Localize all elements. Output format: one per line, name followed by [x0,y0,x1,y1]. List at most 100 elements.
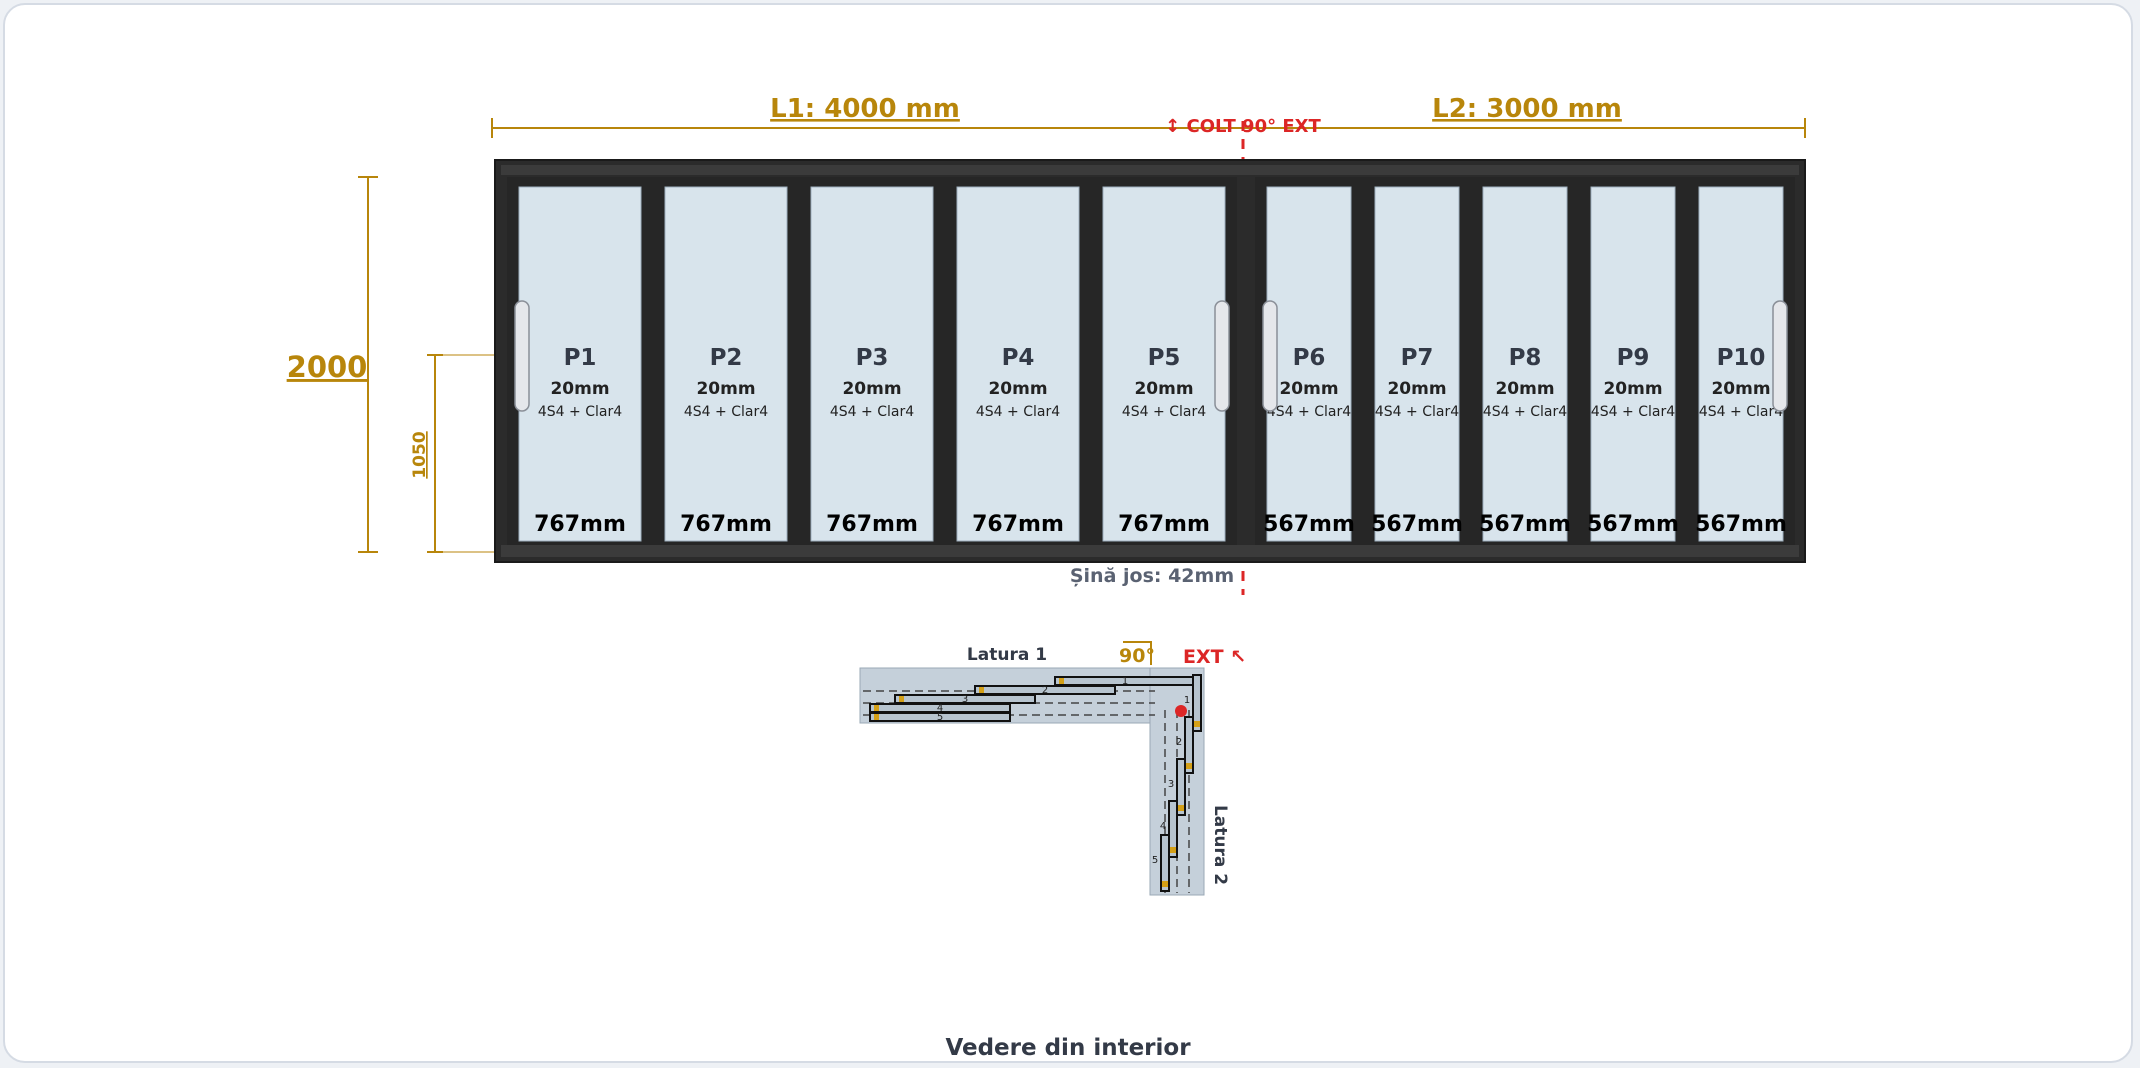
plan-side2-panel [1176,758,1186,816]
panel-thickness-label: 20mm [550,379,609,399]
panel-id-label: P1 [564,345,597,371]
panel-handle[interactable] [514,300,530,412]
handle-height-label: 1050 [410,431,430,478]
panel-glass-label: 4S4 + Clar4 [976,404,1060,420]
plan-side1-label: Latura 1 [967,645,1047,665]
plan-side2-panel [1184,716,1194,774]
panel-glass [1482,186,1568,542]
panel-glass [810,186,934,542]
panel-width-label: 767mm [534,512,626,537]
panel-p3[interactable]: P3 20mm 4S4 + Clar4 767mm [799,177,945,545]
panel-width-label: 767mm [826,512,918,537]
drawing-card: L1: 4000 mm L2: 3000 mm ↕ COLT 90° EXT 2… [3,3,2133,1063]
panel-glass [1698,186,1784,542]
bottom-rail-label: Șină jos: 42mm [1070,565,1234,587]
panel-width-label: 567mm [1371,512,1463,537]
panel-glass-label: 4S4 + Clar4 [1591,404,1675,420]
panel-glass-label: 4S4 + Clar4 [1267,404,1351,420]
panel-glass-label: 4S4 + Clar4 [1375,404,1459,420]
panel-width-label: 767mm [972,512,1064,537]
plan-angle-label: 90° [1119,645,1155,667]
handle-height-dimension [427,354,497,553]
plan-side1-panel [974,685,1116,695]
plan-panel-number: 1 [1122,676,1128,687]
panel-width-label: 767mm [680,512,772,537]
panel-id-label: P9 [1617,345,1650,371]
panel-width-label: 767mm [1118,512,1210,537]
panel-glass [1590,186,1676,542]
plan-side1-panel [869,712,1011,722]
panel-glass [1266,186,1352,542]
panel-width-label: 567mm [1479,512,1571,537]
panel-glass-label: 4S4 + Clar4 [830,404,914,420]
plan-panel-hinge [1186,763,1192,769]
panel-width-label: 567mm [1695,512,1787,537]
panel-glass-label: 4S4 + Clar4 [1483,404,1567,420]
height-dimension [358,176,378,553]
top-dimension [491,118,1806,138]
panel-p1[interactable]: P1 20mm 4S4 + Clar4 767mm [507,177,653,545]
plan-panel-hinge [1059,678,1064,684]
plan-panel-number: 3 [1168,779,1174,790]
plan-panel-number: 2 [1176,737,1182,748]
panel-thickness-label: 20mm [988,379,1047,399]
plan-side2-label: Latura 2 [1210,805,1230,885]
plan-panel-hinge [1178,805,1184,811]
panel-thickness-label: 20mm [842,379,901,399]
panel-thickness-label: 20mm [1387,379,1446,399]
panel-glass-label: 4S4 + Clar4 [538,404,622,420]
panel-glass-label: 4S4 + Clar4 [1699,404,1783,420]
panel-glass [1374,186,1460,542]
panel-p5[interactable]: P5 20mm 4S4 + Clar4 767mm [1091,177,1237,545]
plan-panel-number: 4 [937,703,943,714]
panel-glass-label: 4S4 + Clar4 [1122,404,1206,420]
view-label: Vedere din interior [945,1035,1191,1061]
panel-thickness-label: 20mm [1134,379,1193,399]
panel-p4[interactable]: P4 20mm 4S4 + Clar4 767mm [945,177,1091,545]
panel-thickness-label: 20mm [1279,379,1338,399]
plan-panel-hinge [979,687,984,693]
panel-id-label: P3 [856,345,889,371]
panel-glass [518,186,642,542]
plan-ext-label: EXT ↖ [1183,646,1246,668]
plan-panel-hinge [1162,881,1168,887]
plan-panel-number: 1 [1184,695,1190,706]
plan-panel-number: 4 [1160,821,1166,832]
plan-panel-number: 5 [937,712,943,723]
panel-id-label: P5 [1148,345,1181,371]
plan-panel-hinge [1194,721,1200,727]
panel-handle[interactable] [1262,300,1278,412]
plan-panel-number: 2 [1042,685,1048,696]
panel-width-label: 567mm [1263,512,1355,537]
plan-panel-hinge [874,714,879,720]
panel-thickness-label: 20mm [696,379,755,399]
panel-id-label: P4 [1002,345,1035,371]
l1-dimension-label: L1: 4000 mm [770,94,960,124]
panel-glass [956,186,1080,542]
panel-handle[interactable] [1772,300,1788,412]
panel-thickness-label: 20mm [1603,379,1662,399]
l2-dimension-label: L2: 3000 mm [1432,94,1622,124]
height-dimension-label: 2000 [287,350,368,384]
plan-side2-panel [1192,674,1202,732]
panel-handle[interactable] [1214,300,1230,412]
panel-glass [1102,186,1226,542]
top-track [501,165,1799,175]
plan-panel-number: 5 [1152,855,1158,866]
plan-panel-hinge [1170,847,1176,853]
panel-glass [664,186,788,542]
corner-label: ↕ COLT 90° EXT [1165,116,1321,137]
elevation-drawing: L1: 4000 mm L2: 3000 mm ↕ COLT 90° EXT 2… [287,94,1806,896]
panel-glass-label: 4S4 + Clar4 [684,404,768,420]
plan-panel-number: 3 [962,694,968,705]
plan-side2-panel [1160,834,1170,892]
